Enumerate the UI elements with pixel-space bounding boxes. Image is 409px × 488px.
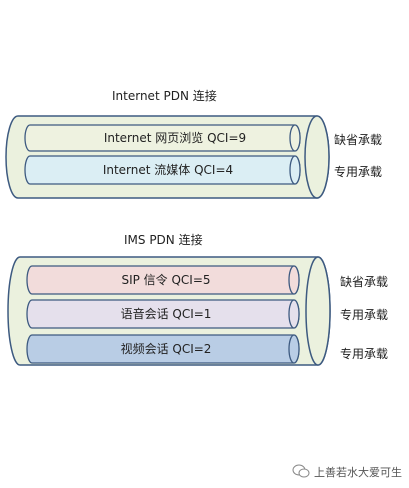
side-label-default-bearer-internet: 缺省承载 — [334, 133, 383, 147]
internet-pdn-title: Internet PDN 连接 — [112, 89, 217, 103]
watermark-text: 上善若水大爱可生 — [314, 466, 402, 479]
ims-pdn-title: IMS PDN 连接 — [124, 233, 203, 247]
bearer-streaming: Internet 流媒体 QCI=4 — [24, 155, 301, 185]
side-label-dedicated-bearer-internet: 专用承载 — [334, 165, 383, 179]
bearer-sip-signaling: SIP 信令 QCI=5 — [26, 265, 300, 295]
side-label-dedicated-bearer-ims-voice: 专用承载 — [340, 308, 389, 322]
bearer-web-browsing: Internet 网页浏览 QCI=9 — [24, 124, 301, 152]
bearer-voice-session: 语音会话 QCI=1 — [26, 299, 300, 329]
bearer-video-session: 视频会话 QCI=2 — [26, 334, 300, 364]
side-label-dedicated-bearer-ims-video: 专用承载 — [340, 347, 389, 361]
side-label-default-bearer-ims: 缺省承载 — [340, 275, 389, 289]
bearer-sip-signaling-label: SIP 信令 QCI=5 — [121, 272, 210, 287]
bearer-streaming-label: Internet 流媒体 QCI=4 — [103, 163, 233, 177]
bearer-voice-session-label: 语音会话 QCI=1 — [121, 306, 212, 321]
bearer-video-session-label: 视频会话 QCI=2 — [121, 341, 212, 356]
wechat-icon — [292, 464, 310, 478]
bearer-web-browsing-label: Internet 网页浏览 QCI=9 — [104, 130, 246, 145]
